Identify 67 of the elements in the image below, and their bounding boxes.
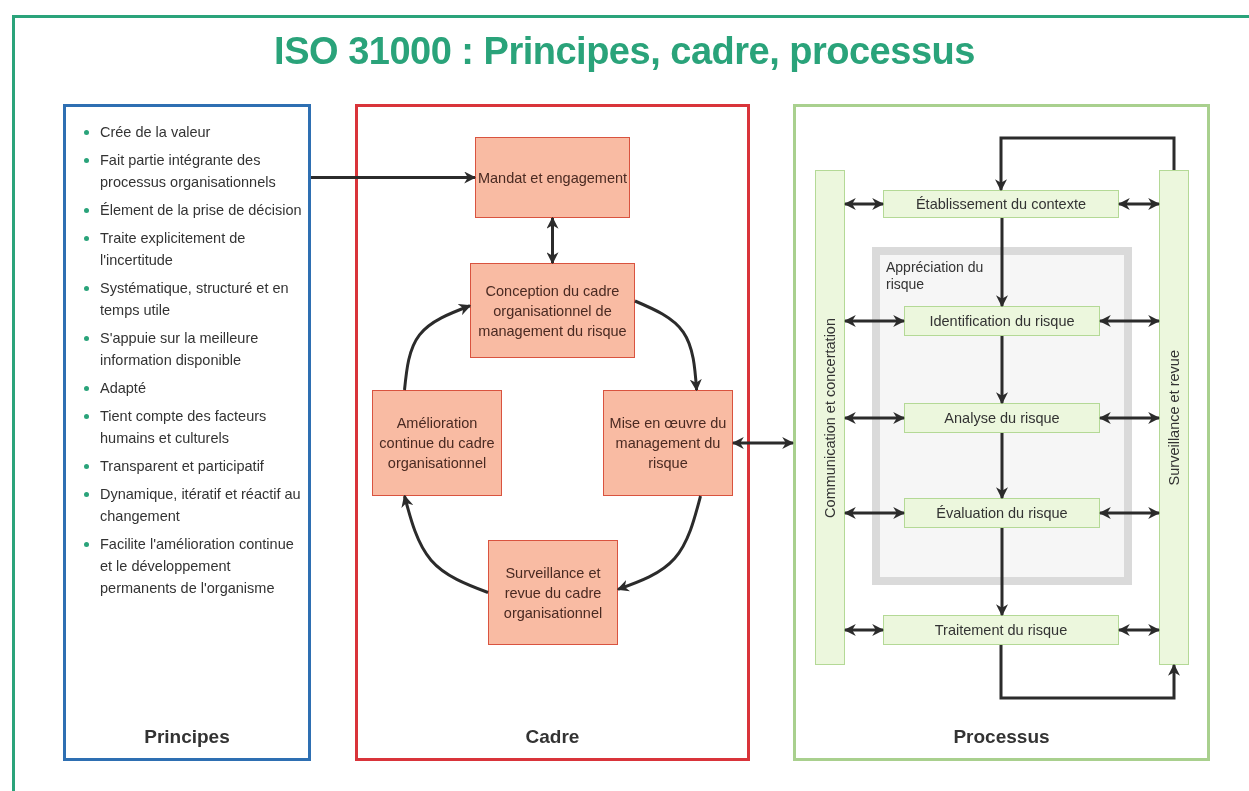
arrow [634, 299, 702, 392]
process-box [372, 390, 502, 496]
arrow [1098, 507, 1161, 519]
principle-item: Systématique, structuré et en temps utile [100, 279, 290, 320]
arrow [843, 198, 885, 210]
arrow [996, 528, 1008, 617]
arrow [403, 304, 472, 391]
process-box [904, 306, 1100, 336]
principle-item: Crée de la valeur [100, 123, 212, 142]
principle-item: S'appuie sur la meilleure information disponible [100, 329, 260, 370]
group-label: Appréciation du risque [886, 259, 985, 293]
principle-item: Dynamique, itératif et réactif au changement [100, 485, 302, 526]
process-box [603, 390, 733, 496]
arrow [995, 136, 1176, 192]
process-box [488, 540, 618, 645]
arrow [731, 437, 795, 449]
principle-item: Tient compte des facteurs humains et culturels [100, 407, 268, 448]
box-label: Traitement du risque [934, 622, 1068, 638]
arrow [401, 494, 489, 594]
box-label: Identification du risque [929, 313, 1075, 329]
diagram-title: ISO 31000 : Principes, cadre, processus [273, 30, 976, 73]
box-label: Amélioration continue du cadre organisationnel [378, 414, 496, 473]
arrow [1117, 198, 1161, 210]
arrow [546, 216, 559, 265]
group-box [872, 247, 1132, 585]
arrow [843, 412, 906, 424]
principles-panel [63, 104, 311, 761]
arrow [1098, 412, 1161, 424]
box-label: Établissement du contexte [915, 196, 1087, 212]
process-box [470, 263, 635, 358]
arrow [843, 315, 906, 327]
box-label: Conception du cadre organisationnel de management du risque [477, 281, 628, 341]
arrow [996, 218, 1008, 308]
principle-item: Fait partie intégrante des processus organisationnels [100, 151, 277, 192]
vertical-bar [815, 170, 845, 665]
box-label: Surveillance et revue [1166, 349, 1182, 486]
principle-item: Traite explicitement de l'incertitude [100, 229, 247, 270]
process-box [475, 137, 630, 218]
box-label: Évaluation du risque [936, 505, 1068, 521]
box-label: Communication et concertation [822, 317, 838, 518]
arrow [616, 495, 702, 592]
panel-heading: Principes [144, 726, 230, 748]
arrow [311, 171, 477, 184]
arrow [996, 336, 1008, 405]
principle-item: Élement de la prise de décision [100, 201, 303, 220]
process-box [904, 498, 1100, 528]
process-panel [793, 104, 1210, 761]
arrow [1098, 315, 1161, 327]
principle-item: Facilite l'amélioration continue et le développement permanents de l'organisme [100, 535, 295, 598]
box-label: Mise en œuvre du management du risque [608, 414, 728, 473]
box-label: Analyse du risque [944, 410, 1060, 426]
principle-item: Transparent et participatif [100, 457, 265, 476]
box-label: Mandat et engagement [477, 168, 628, 188]
vertical-bar [1159, 170, 1189, 665]
arrow [999, 645, 1180, 700]
process-box [883, 615, 1119, 645]
process-box [883, 190, 1119, 218]
panel-heading: Processus [953, 726, 1050, 748]
box-label: Surveillance et revue du cadre organisationnel [502, 563, 604, 623]
arrow [843, 624, 885, 636]
arrow [996, 433, 1008, 500]
panel-heading: Cadre [525, 726, 580, 748]
arrow [1117, 624, 1161, 636]
arrow [843, 507, 906, 519]
principle-item: Adapté [100, 379, 147, 398]
framework-panel [355, 104, 750, 761]
process-box [904, 403, 1100, 433]
